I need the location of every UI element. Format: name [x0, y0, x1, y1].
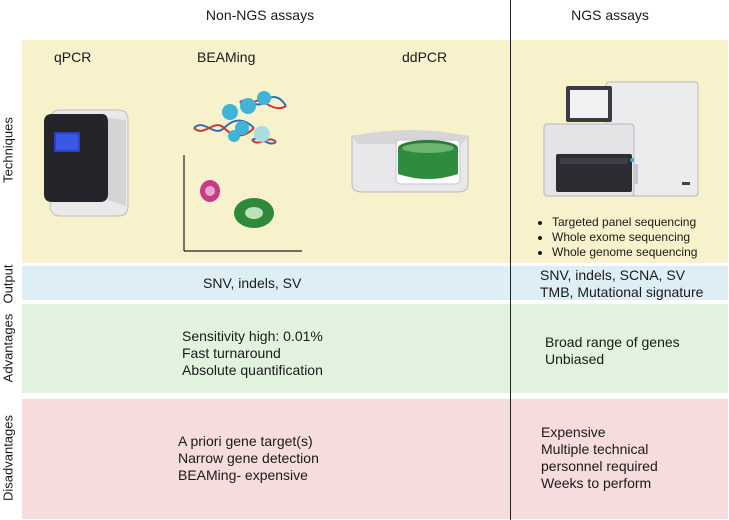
ngs-sequencer-icon [543, 81, 699, 197]
header-non-ngs: Non-NGS assays [205, 7, 315, 23]
advantage-non-ngs-1: Sensitivity high: 0.01% [182, 328, 323, 344]
row-label-advantages: Advantages [0, 313, 16, 383]
advantage-ngs-1: Broad range of genes [545, 334, 680, 350]
output-ngs-line-2: TMB, Mutational signature [540, 284, 704, 300]
technique-beaming-label: BEAMing [197, 49, 256, 65]
disadvantage-non-ngs-2: Narrow gene detection [178, 450, 319, 466]
disadvantage-non-ngs-1: A priori gene target(s) [178, 433, 313, 449]
output-band [22, 266, 728, 300]
beaming-scatter-icon [183, 155, 302, 252]
advantage-non-ngs-2: Fast turnaround [182, 345, 281, 361]
advantage-non-ngs-3: Absolute quantification [182, 362, 323, 378]
column-divider [510, 0, 511, 520]
disadvantages-band [22, 399, 728, 519]
disadvantage-ngs-2: Multiple technical [541, 441, 649, 457]
disadvantage-ngs-3: personnel required [541, 458, 658, 474]
technique-ddpcr-label: ddPCR [402, 49, 448, 65]
row-label-output: Output [0, 264, 16, 304]
output-ngs-line-1: SNV, indels, SCNA, SV [540, 267, 685, 283]
output-non-ngs: SNV, indels, SV [203, 275, 302, 291]
qpcr-machine-icon [44, 109, 129, 217]
disadvantage-ngs-4: Weeks to perform [541, 475, 652, 491]
advantage-ngs-2: Unbiased [545, 351, 605, 367]
advantages-band [22, 304, 728, 393]
header-ngs: NGS assays [571, 7, 649, 23]
beaming-dna-beads-icon [193, 91, 287, 145]
list-item-whole-genome: Whole genome sequencing [552, 245, 697, 260]
disadvantage-non-ngs-3: BEAMing- expensive [178, 467, 308, 483]
disadvantage-ngs-1: Expensive [541, 424, 606, 440]
technique-qpcr-label: qPCR [54, 49, 92, 65]
list-item-whole-exome: Whole exome sequencing [552, 230, 697, 245]
row-label-techniques: Techniques [0, 117, 16, 183]
list-item-targeted-panel: Targeted panel sequencing [552, 215, 697, 230]
ddpcr-machine-icon [351, 130, 469, 193]
row-label-disadvantages: Disadvantages [0, 415, 16, 501]
ngs-technique-list: Targeted panel sequencing Whole exome se… [536, 215, 697, 260]
